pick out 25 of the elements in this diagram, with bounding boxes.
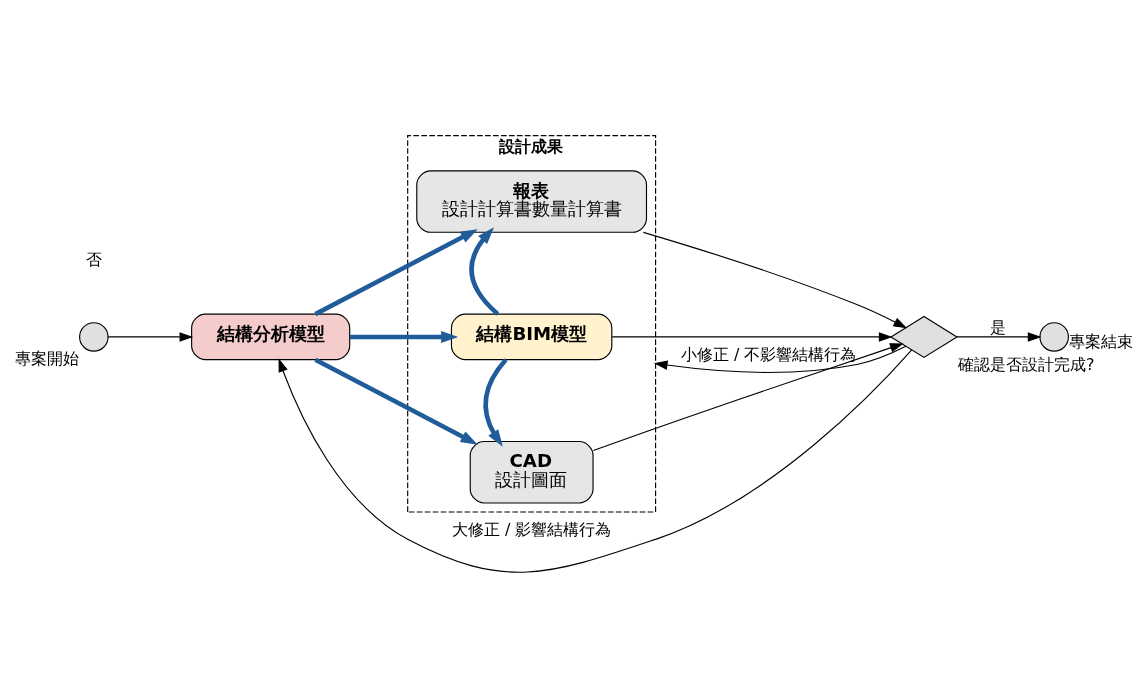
arrow: [278, 348, 913, 573]
node-circle: [1039, 321, 1069, 352]
arrow: [469, 226, 500, 316]
node-box: 結構分析模型: [191, 313, 351, 360]
node-label: 專案開始: [14, 348, 79, 368]
node-label: 專案結束: [1069, 331, 1134, 351]
edge-label: 大修正 / 影響結構行為: [451, 519, 612, 539]
node-circle: [79, 321, 109, 352]
edge-label: 是: [990, 317, 1007, 337]
arrow: [642, 231, 908, 328]
arrow: [314, 357, 478, 445]
node-box: 結構BIM模型: [450, 313, 613, 360]
edge-label: 小修正 / 不影響結構行為: [681, 344, 857, 364]
label: 否: [85, 249, 102, 269]
arrow: [611, 331, 893, 342]
arrow: [314, 228, 478, 316]
arrow: [483, 357, 508, 447]
node-label: 確認是否設計完成?: [958, 354, 1095, 374]
arrow: [653, 345, 907, 373]
node-box: 報表 設計計算書數量計算書: [416, 169, 648, 233]
node-box: CAD 設計圖面: [469, 440, 594, 503]
arrow: [349, 330, 459, 343]
arrow: [592, 342, 904, 451]
arrow: [107, 331, 194, 342]
arrow: [956, 331, 1042, 342]
